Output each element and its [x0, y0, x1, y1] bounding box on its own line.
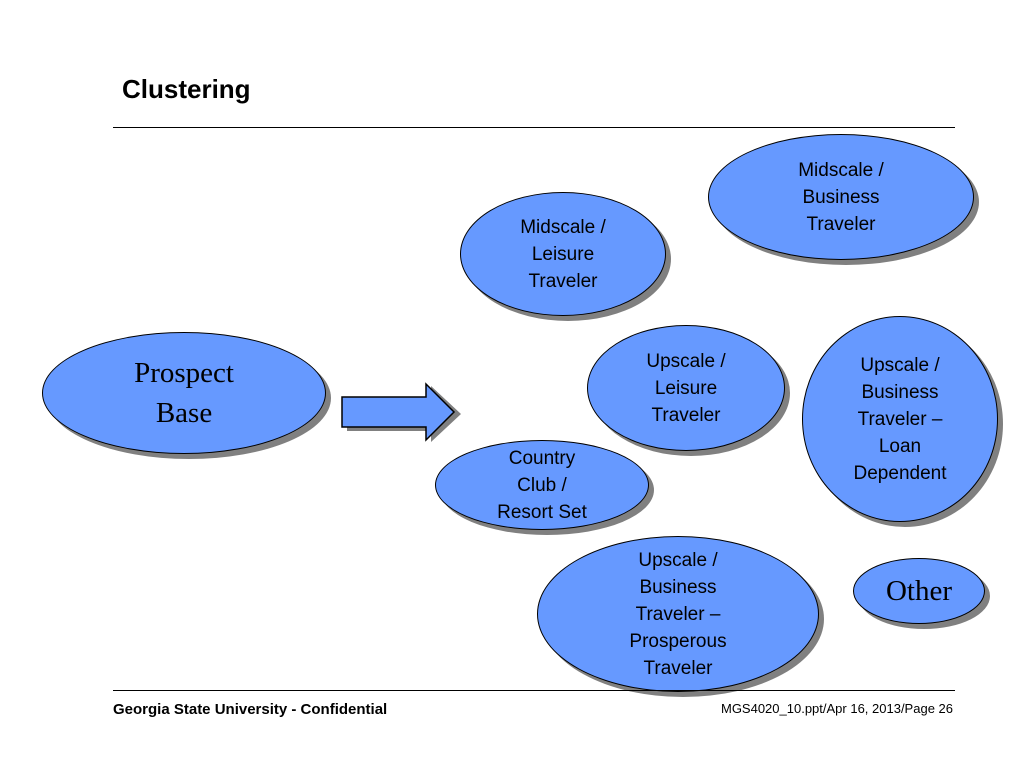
node-country-club-resort-set-label: Country Club / Resort Set	[497, 447, 587, 523]
node-prospect-base: Prospect Base	[42, 332, 326, 454]
node-upscale-leisure-traveler: Upscale / Leisure Traveler	[587, 325, 785, 451]
footer-page-info: MGS4020_10.ppt/Apr 16, 2013/Page 26	[720, 701, 953, 716]
node-other-label: Other	[885, 575, 953, 607]
node-upscale-leisure-traveler-label: Upscale / Leisure Traveler	[646, 350, 726, 426]
node-other: Other	[853, 558, 985, 624]
footer-confidential: Georgia State University - Confidential	[113, 701, 388, 718]
node-country-club-resort-set: Country Club / Resort Set	[435, 440, 649, 530]
node-midscale-leisure-traveler-label: Midscale / Leisure Traveler	[520, 216, 606, 292]
node-midscale-business-traveler: Midscale / Business Traveler	[708, 134, 974, 260]
node-upscale-business-loan-dependent: Upscale / Business Traveler – Loan Depen…	[802, 316, 998, 522]
title-divider	[113, 127, 955, 128]
node-midscale-business-traveler-label: Midscale / Business Traveler	[798, 159, 884, 235]
node-upscale-business-prosperous-traveler-label: Upscale / Business Traveler – Prosperous…	[629, 549, 727, 679]
node-upscale-business-prosperous-traveler: Upscale / Business Traveler – Prosperous…	[537, 536, 819, 692]
slide-title: Clustering	[122, 74, 251, 104]
right-arrow-icon	[341, 382, 461, 442]
node-prospect-base-label: Prospect Base	[134, 357, 234, 429]
node-midscale-leisure-traveler: Midscale / Leisure Traveler	[460, 192, 666, 316]
node-upscale-business-loan-dependent-label: Upscale / Business Traveler – Loan Depen…	[853, 354, 947, 484]
footer-divider	[113, 690, 955, 691]
